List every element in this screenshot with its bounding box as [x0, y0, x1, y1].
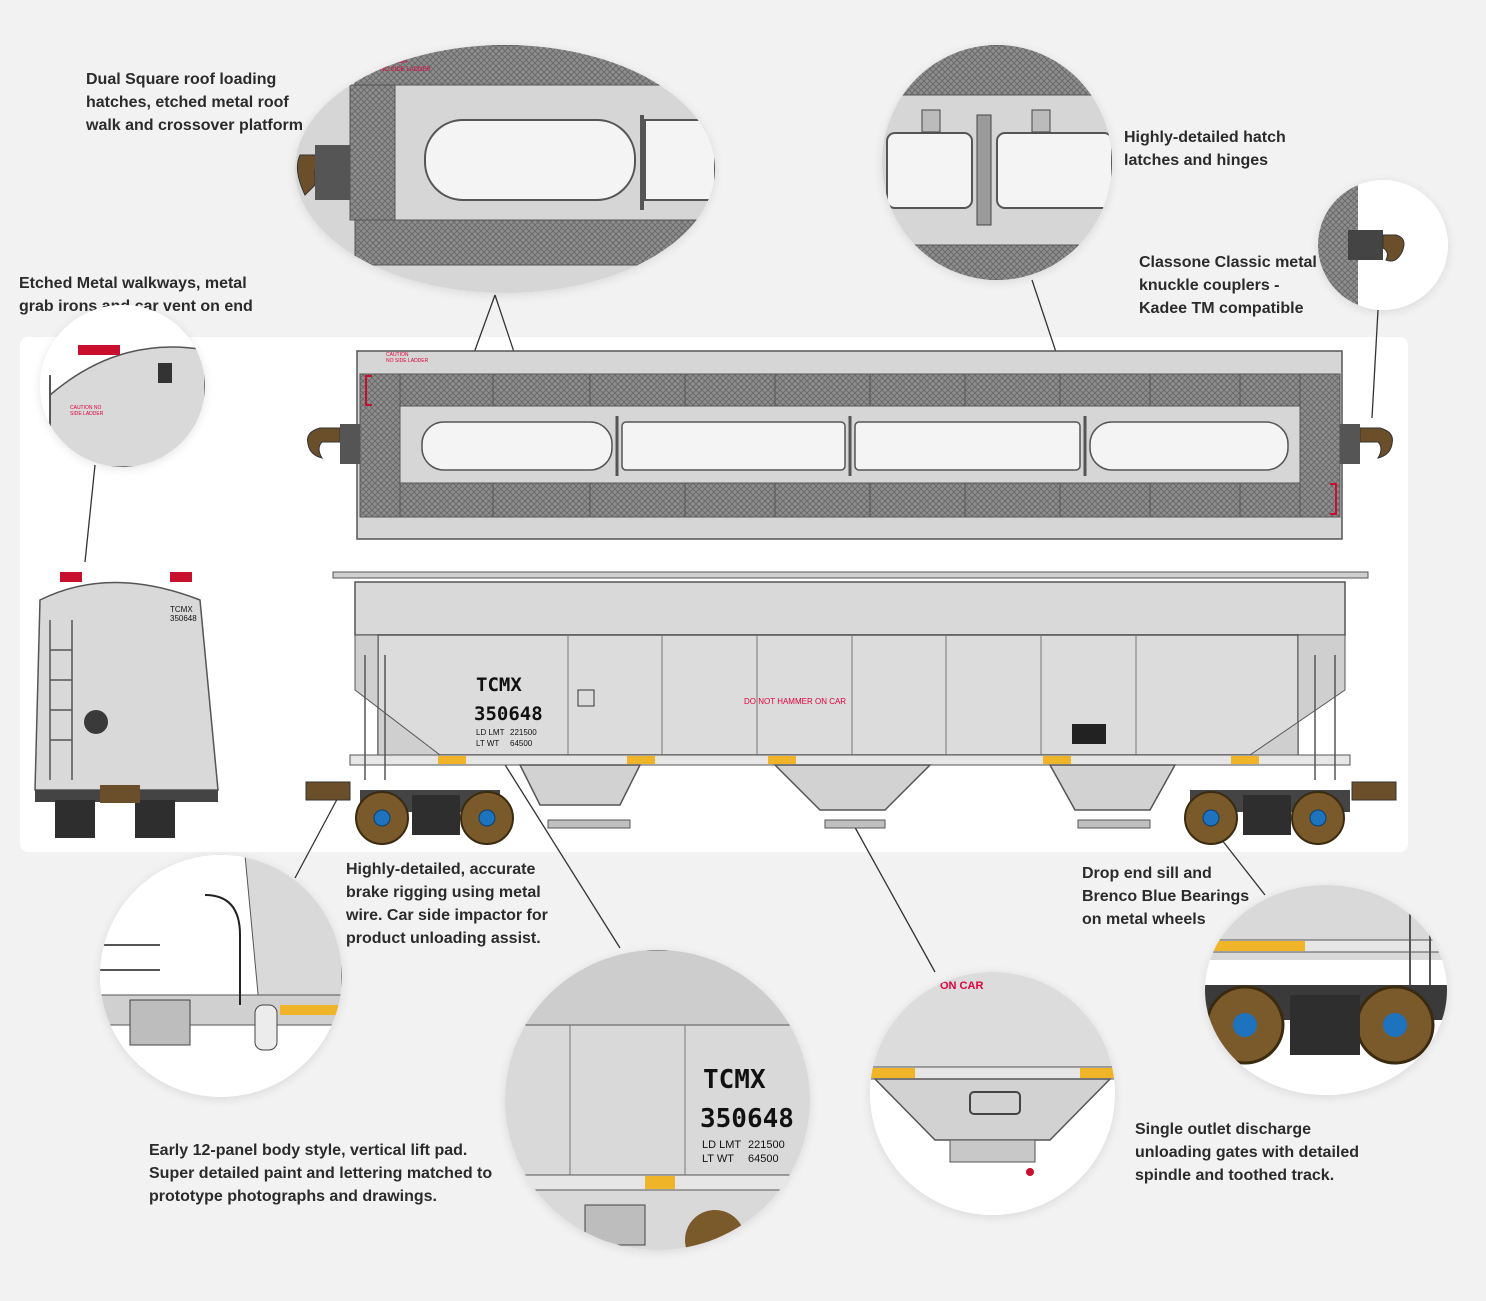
caption-outlet: Single outlet discharge unloading gates …	[1135, 1121, 1360, 1184]
end-car-number: 350648	[170, 614, 197, 623]
side-warning: DO NOT HAMMER ON CAR	[744, 697, 846, 706]
svg-text:SIDE LADDER: SIDE LADDER	[70, 411, 104, 417]
caption-walkways: Etched Metal walkways, metal grab irons …	[19, 275, 253, 315]
bubble-brake-rigging	[100, 855, 342, 1097]
end-view: TCMX 350648	[34, 572, 219, 838]
detail-ld-lmt-label: LD LMT	[702, 1139, 741, 1151]
detail-lt-wt-value: 64500	[748, 1153, 779, 1165]
detail-ld-lmt-value: 221500	[748, 1139, 785, 1151]
detail-reporting-mark: TCMX	[703, 1065, 766, 1095]
bubble-hatch-latches	[882, 45, 1112, 280]
bubble-hopper-outlet: ON CAR	[870, 972, 1115, 1215]
side-lt-wt-label: LT WT	[476, 739, 499, 748]
svg-text:NO SIDE LADDER: NO SIDE LADDER	[380, 67, 431, 73]
end-reporting-mark: TCMX	[170, 605, 193, 614]
detail-lt-wt-label: LT WT	[702, 1153, 734, 1165]
caption-couplers: Classone Classic metal knuckle couplers …	[1139, 254, 1317, 317]
side-car-number: 350648	[474, 703, 543, 725]
side-ld-lmt-label: LD LMT	[476, 728, 505, 737]
svg-text:CAUTION NO: CAUTION NO	[70, 405, 102, 411]
caption-roof-hatches: Dual Square roof loading hatches, etched…	[86, 71, 303, 134]
detail-warning: ON CAR	[940, 980, 983, 992]
bubble-coupler	[1318, 180, 1448, 310]
svg-text:NO SIDE LADDER: NO SIDE LADDER	[386, 358, 429, 364]
side-reporting-mark: TCMX	[476, 674, 522, 696]
side-lt-wt-value: 64500	[510, 739, 533, 748]
bubble-body-lettering: TCMX 350648 LD LMT 221500 LT WT 64500	[505, 950, 810, 1250]
side-view: TCMX 350648 LD LMT 221500 LT WT 64500 DO…	[305, 571, 1397, 845]
bubble-roof-hatches: CAUTION NO SIDE LADDER	[295, 45, 715, 293]
trucks	[355, 790, 1350, 845]
side-ld-lmt-value: 221500	[510, 728, 537, 737]
top-view: CAUTION NO SIDE LADDER	[307, 350, 1393, 540]
caption-sill-bearings: Drop end sill and Brenco Blue Bearings o…	[1082, 865, 1250, 928]
bubble-end-walkway: CAUTION NO SIDE LADDER	[40, 305, 205, 467]
caption-hatch-latches: Highly-detailed hatch latches and hinges	[1124, 129, 1286, 169]
caption-body-style: Early 12-panel body style, vertical lift…	[149, 1142, 493, 1205]
detail-car-number: 350648	[700, 1104, 794, 1134]
caption-brake-rigging: Highly-detailed, accurate brake rigging …	[346, 861, 548, 947]
svg-text:CAUTION: CAUTION	[386, 352, 409, 358]
bubble-truck-bearings	[1205, 885, 1447, 1095]
